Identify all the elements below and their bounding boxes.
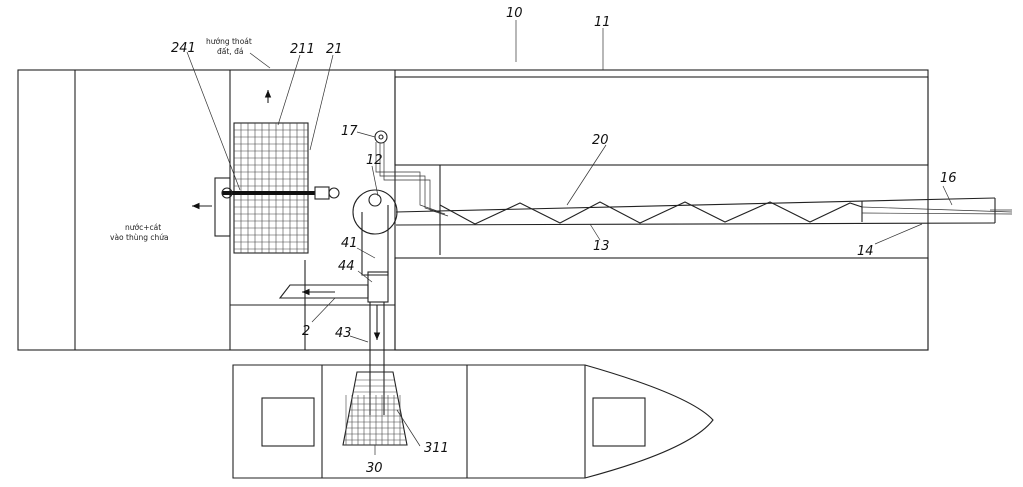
svg-text:hướng thoát: hướng thoát — [206, 37, 252, 46]
chute — [280, 285, 368, 298]
label-11: 11 — [594, 15, 611, 30]
suction-pipe — [396, 198, 1012, 225]
svg-text:đất, đá: đất, đá — [217, 47, 243, 56]
lower-compartment — [395, 258, 928, 350]
svg-text:nước+cát: nước+cát — [125, 223, 161, 232]
label-211: 211 — [290, 42, 315, 57]
upper-compartment — [395, 77, 928, 255]
sieve-screen — [234, 123, 308, 253]
label-41: 41 — [341, 236, 358, 251]
soil-direction-note: hướng thoát đất, đá — [206, 37, 252, 56]
water-direction-note: nước+cát vào thùng chứa — [110, 223, 169, 242]
label-10: 10 — [506, 6, 523, 21]
label-2: 2 — [302, 324, 310, 339]
discharge-pipe — [362, 205, 388, 415]
label-14: 14 — [857, 244, 874, 259]
label-311: 311 — [424, 441, 449, 456]
pump-icon — [353, 190, 397, 234]
label-21: 21 — [326, 42, 343, 57]
label-30: 30 — [366, 461, 383, 476]
svg-text:vào thùng chứa: vào thùng chứa — [110, 233, 169, 242]
transport-boat — [233, 365, 713, 478]
label-13: 13 — [593, 239, 610, 254]
label-17: 17 — [341, 124, 358, 139]
leader-lines — [187, 20, 952, 455]
label-20: 20 — [592, 133, 609, 148]
label-241: 241 — [171, 41, 196, 56]
hose — [375, 131, 448, 216]
label-43: 43 — [335, 326, 352, 341]
label-12: 12 — [366, 153, 383, 168]
motor-icon — [315, 187, 339, 199]
label-16: 16 — [940, 171, 957, 186]
label-44: 44 — [338, 259, 355, 274]
